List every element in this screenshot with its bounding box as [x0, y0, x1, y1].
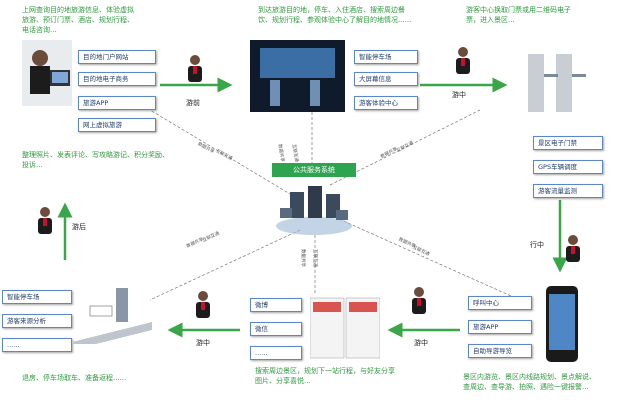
- stage-pre: 游前: [186, 99, 200, 107]
- person-icon: [38, 207, 52, 234]
- stage-after: 游后: [72, 223, 86, 231]
- hall-icon: [250, 40, 345, 112]
- gate-item: 景区电子门禁: [533, 136, 603, 150]
- share-item: 微博: [250, 298, 302, 312]
- server-icon: [276, 186, 352, 235]
- pre-item: 旅游APP: [78, 96, 156, 110]
- note-bottom-center: 搜索周边景区，规划下一站行程，与好友分享 图片、分享喜悦...: [255, 366, 445, 386]
- note-top-left: 上网查询目的地旅游信息、体验虚拟 旅游、预订门票、酒店、规划行程、 电话咨询..…: [22, 5, 182, 35]
- leave-item: 智能停车场: [2, 290, 72, 304]
- person-icon: [566, 235, 580, 262]
- parking-icon: [72, 288, 152, 344]
- note-line: 景区内游览、景区内线路规划、景点解说、: [463, 373, 596, 381]
- pre-item: 目的地门户网站: [78, 50, 156, 64]
- note-top-center: 到达旅游目的地，停车、入住酒店、搜索周边餐 饮、规划行程、参观体验中心了解目的地…: [258, 5, 458, 25]
- stage-in3: 游中: [414, 339, 428, 347]
- note-line: 游客中心换取门票或用二维码电子: [466, 6, 571, 14]
- person-icon: [456, 47, 470, 74]
- note-line: 票，进入景区...: [466, 16, 515, 24]
- stage-in2: 行中: [530, 241, 544, 249]
- note-line: 电话咨询...: [22, 26, 57, 34]
- note-bottom-right: 景区内游览、景区内线路规划、景点解说、 查周边、查导游、拍照、遇险一键报警...: [463, 372, 619, 392]
- computer-icon: [22, 40, 72, 106]
- note-line: 饮、规划行程、参观体验中心了解目的地情况......: [258, 16, 412, 24]
- gate-item: 游客流量监测: [533, 184, 603, 198]
- note-line: 上网查询目的地旅游信息、体验虚拟: [22, 6, 134, 14]
- diag-label: 数据共享: [300, 249, 305, 267]
- note-left-mid: 整理照片、发表评论、写攻略游记、积分奖励、 投诉...: [22, 150, 202, 170]
- share-item: 微信: [250, 322, 302, 336]
- share-item: ......: [250, 346, 302, 360]
- app-screens-icon: [310, 297, 380, 359]
- center-title: 公共服务系统: [272, 163, 356, 177]
- diag-label: 互联互通: [312, 249, 317, 267]
- stage-in1: 游中: [452, 91, 466, 99]
- note-line: 投诉...: [22, 161, 43, 169]
- arrive-item: 游客体验中心: [354, 96, 418, 110]
- note-line: 到达旅游目的地，停车、入住酒店、搜索周边餐: [258, 6, 405, 14]
- pre-item: 目的地电子商务: [78, 72, 156, 86]
- note-line: 查周边、查导游、拍照、遇险一键报警...: [463, 383, 589, 391]
- leave-item: 游客来源分析: [2, 314, 72, 328]
- arrive-item: 智能停车场: [354, 50, 418, 64]
- note-line: 旅游、预订门票、酒店、规划行程、: [22, 16, 134, 24]
- stage-in3b: 游中: [196, 339, 210, 347]
- person-icon: [188, 55, 202, 82]
- phone-icon: [546, 286, 578, 362]
- gate-item: GPS车辆调度: [533, 160, 603, 174]
- note-line: 整理照片、发表评论、写攻略游记、积分奖励、: [22, 151, 169, 159]
- leave-item: ......: [2, 338, 72, 352]
- arrive-item: 大屏幕信息: [354, 72, 418, 86]
- mobile-item: 呼叫中心: [468, 296, 532, 310]
- note-top-right: 游客中心换取门票或用二维码电子 票，进入景区...: [466, 5, 616, 25]
- note-bottom-left: 退房、停车场取车、准备返程......: [22, 374, 127, 382]
- person-icon: [196, 291, 210, 318]
- person-icon: [412, 287, 426, 314]
- note-line: 搜索周边景区，规划下一站行程，与好友分享: [255, 367, 395, 375]
- mobile-item: 旅游APP: [468, 320, 532, 334]
- turnstile-icon: [528, 54, 586, 112]
- note-line: 图片、分享喜悦...: [255, 377, 311, 385]
- pre-item: 网上虚拟旅游: [78, 118, 156, 132]
- mobile-item: 自助导游导览: [468, 344, 532, 358]
